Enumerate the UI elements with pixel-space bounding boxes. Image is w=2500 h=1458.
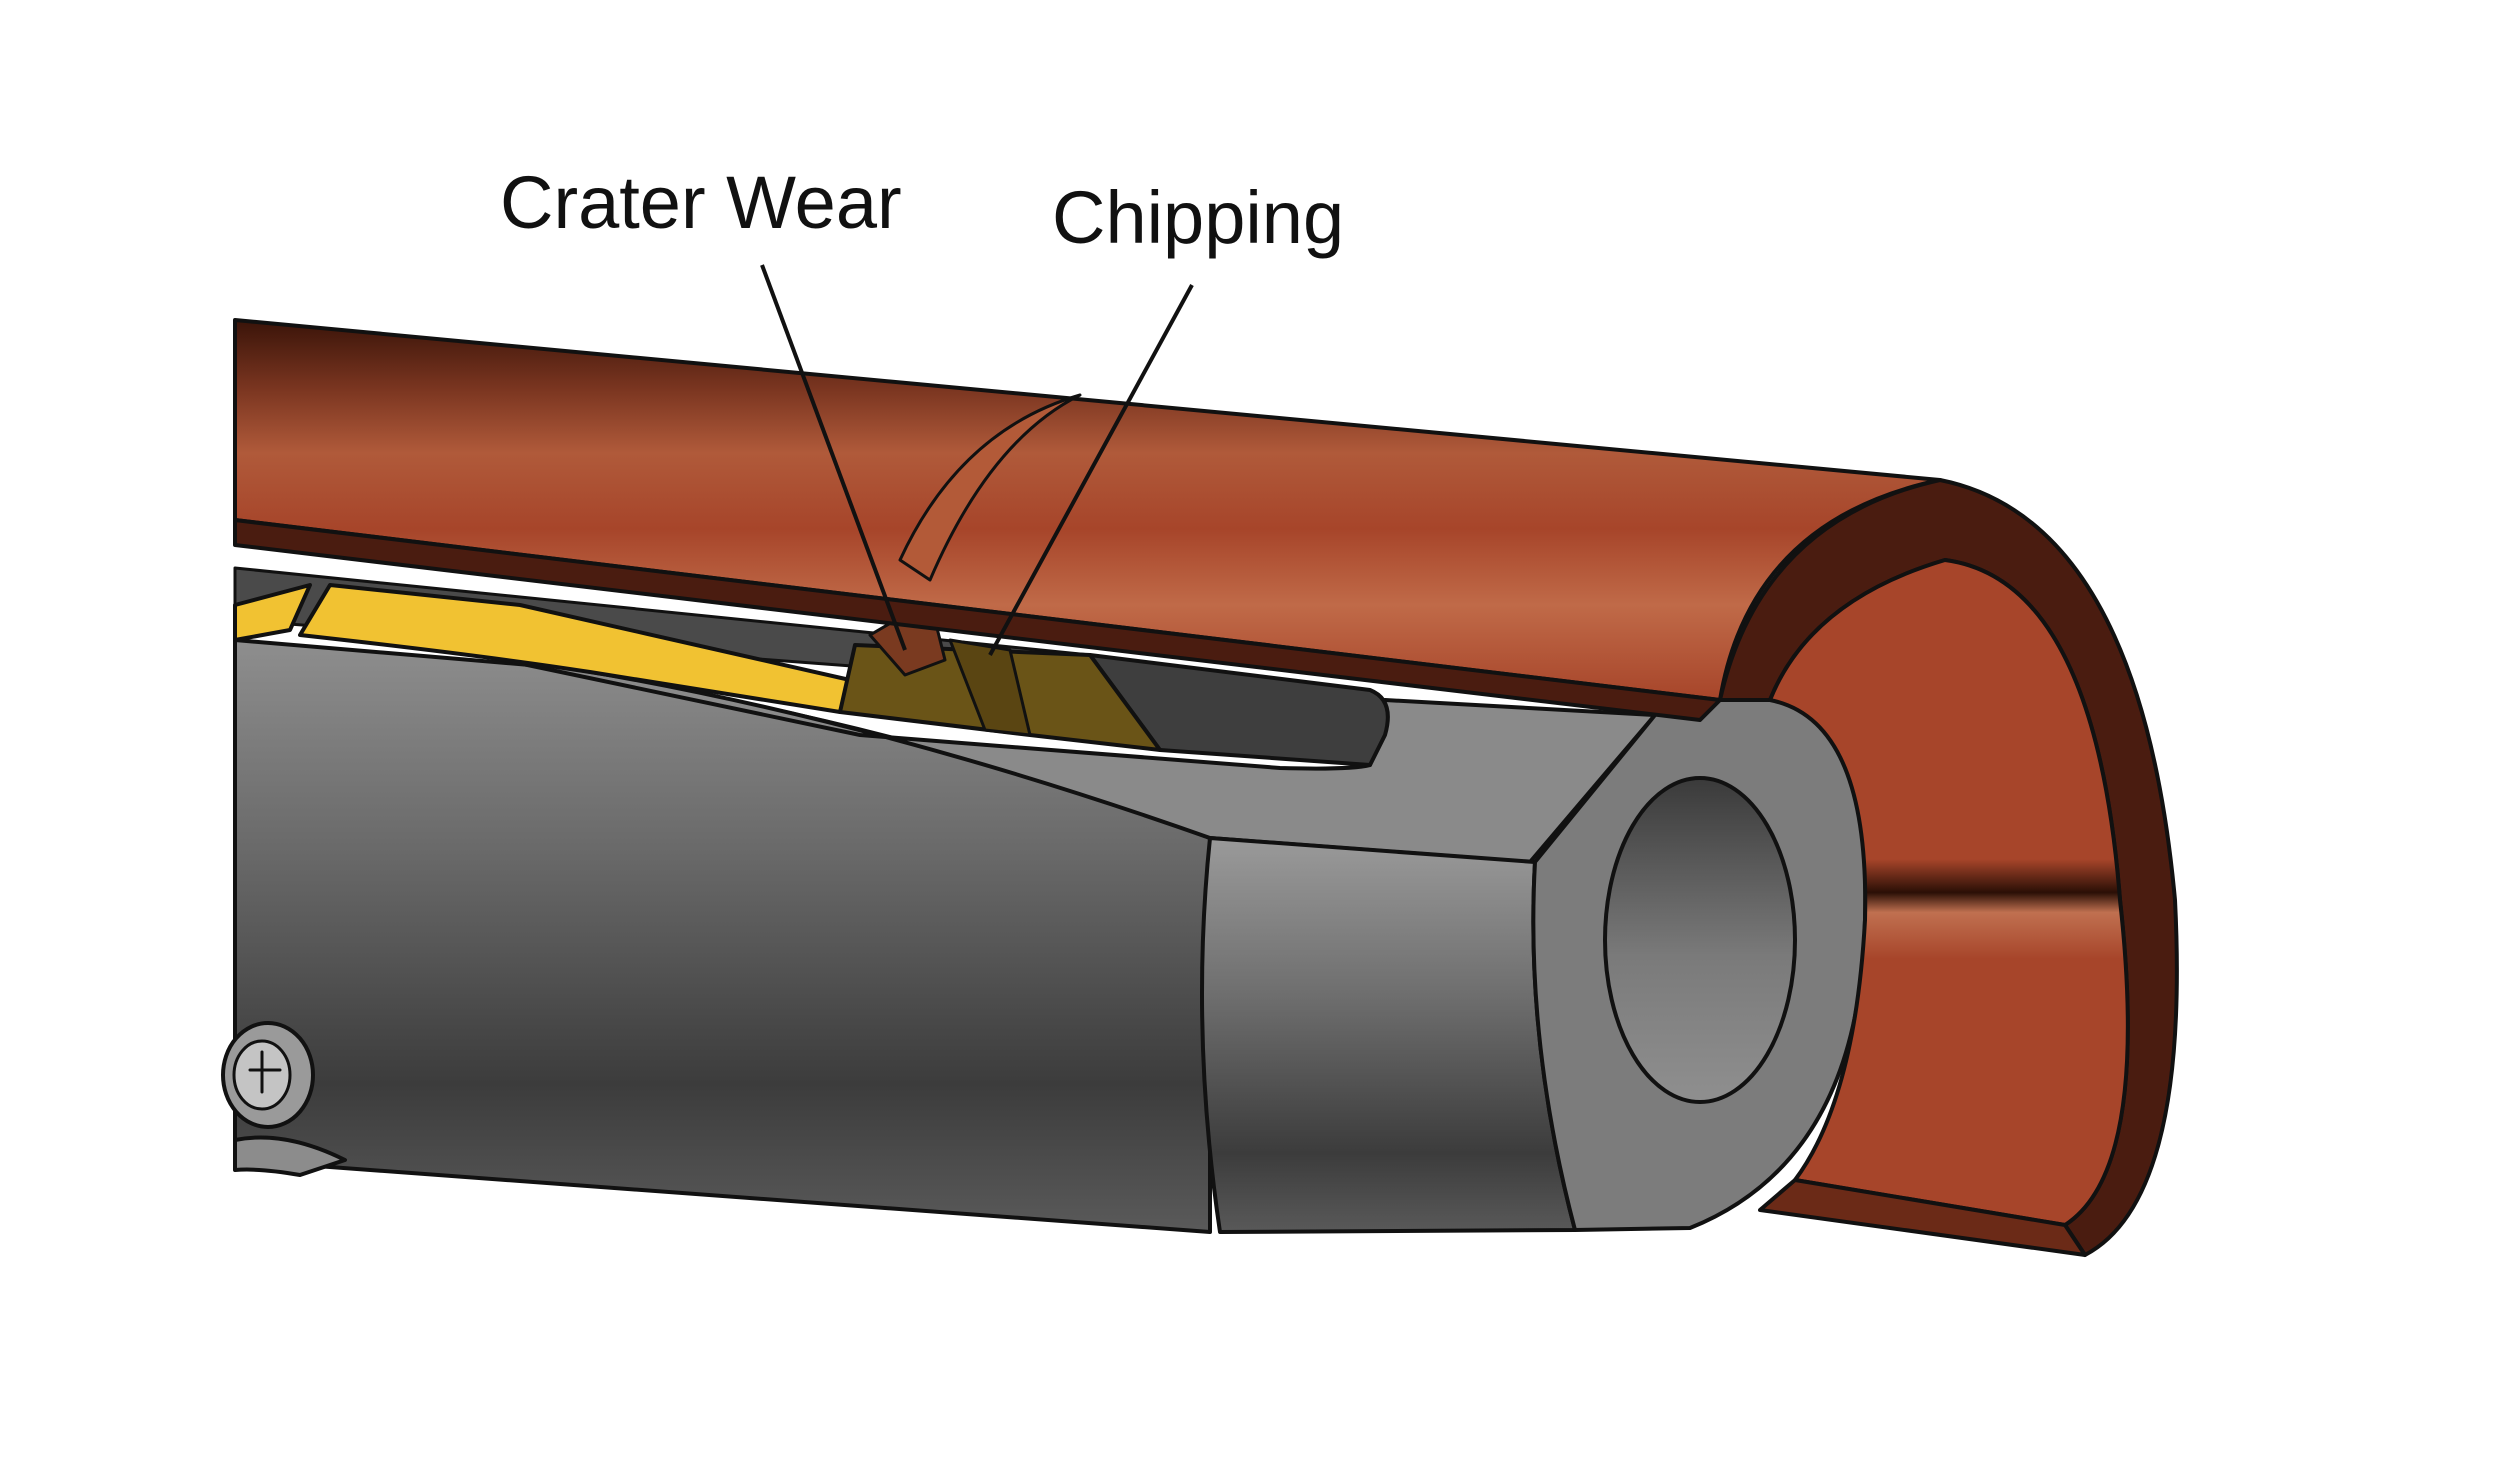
- chipping-leader: [988, 284, 1194, 656]
- tube-interior: [1768, 558, 2130, 1227]
- chipping-label: Chipping: [1052, 176, 1344, 259]
- crater-wear-leader: [760, 264, 907, 651]
- crater-wear-label: Crater Wear: [500, 161, 902, 244]
- annotations: Crater Wear Chipping: [500, 161, 1344, 656]
- tube-bottom-edge: [1758, 1178, 2087, 1257]
- coolant-bore: [1603, 776, 1797, 1104]
- cutting-insert: [233, 566, 1162, 752]
- insert-rake-face-left: [233, 583, 312, 642]
- insert-pocket: [1088, 653, 1390, 767]
- chipping-region: [948, 638, 1032, 737]
- workpiece-tube: [233, 318, 2179, 1257]
- insert-rake-face: [298, 583, 852, 714]
- boring-bar: [221, 638, 1868, 1234]
- tube-wall-cut-edge: [233, 518, 1722, 722]
- clamp-screw: [221, 1021, 347, 1177]
- collar: [1200, 836, 1577, 1234]
- tube-wall-damage: [898, 393, 1082, 582]
